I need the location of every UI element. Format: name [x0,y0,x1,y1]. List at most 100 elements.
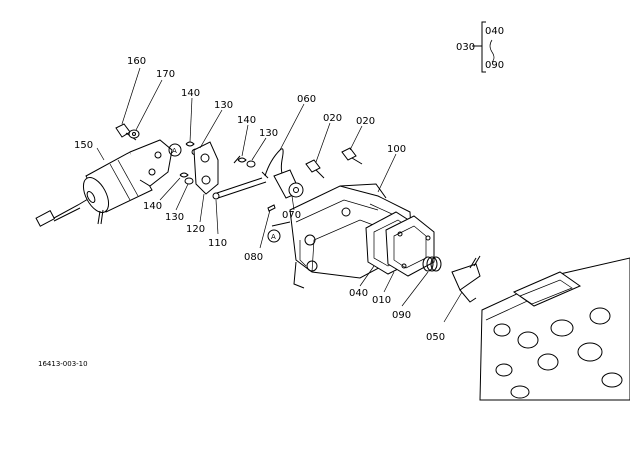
circled-marker-a-right: A [267,229,281,243]
callout-050: 050 [426,332,445,343]
housing-edge-2 [311,219,377,273]
callout-110: 110 [208,238,227,249]
spring-hook [261,171,269,179]
washer-170 [128,129,140,139]
coil-2 [426,256,438,272]
shaft-050 [451,255,481,303]
callout-140-upper: 140 [181,88,200,99]
block-hole [493,323,511,337]
block-hole-8 [510,385,530,399]
callout-100: 100 [387,144,406,155]
callout-150: 150 [74,140,93,151]
callout-140-middle: 140 [237,115,256,126]
bolt-020-right [341,147,363,165]
clip-140-lower [179,172,189,178]
plate-hole-lower [201,175,211,185]
housing-arm [271,221,291,227]
solenoid-wire [53,198,89,219]
callout-160: 160 [127,56,146,67]
bolt-shank [351,157,363,165]
range-bracket: 030 040 090 [456,21,504,73]
spring-090 [422,256,442,272]
block-hole-5 [537,353,559,371]
housing-edge [295,199,379,223]
engine-block [479,257,630,401]
part-callouts: 160 170 150 140 130 140 130 060 020 020 … [74,56,445,343]
block-hole-3 [550,319,574,337]
shaft-foot [459,289,477,303]
cover-outline [385,215,435,277]
roller [288,182,304,198]
washer-130-middle [246,160,256,168]
bolt-head [341,147,357,161]
leader-lines [96,67,463,323]
callout-130-upper: 130 [214,100,233,111]
callout-080: 080 [244,252,263,263]
roller-hub [293,187,299,193]
shaft-tip [469,257,477,269]
housing-boss-2 [306,260,318,272]
callout-020-right: 020 [356,116,375,127]
marker-circle [168,143,182,157]
block-hole-9 [601,372,623,388]
washer-130-lower [184,177,194,185]
solenoid-bracket [129,139,173,187]
bolt-020-left [305,159,325,179]
bracket-hole [154,151,162,159]
housing-foot [299,240,307,267]
spring-060 [264,148,285,179]
housing-top [339,183,387,199]
housing-boss-3 [341,207,351,217]
cover-hole-2 [425,235,431,241]
bolt-head [115,123,131,138]
bracket-squiggle [489,39,495,63]
washer-hole [132,132,136,136]
housing-lug [293,261,305,289]
callout-060: 060 [297,94,316,105]
block-hole-2 [517,331,539,349]
bolt-shank [315,169,325,179]
plate-hole-upper [200,153,210,163]
callout-040: 040 [349,288,368,299]
solenoid-band-2 [117,159,139,197]
callout-020-left: 020 [323,113,342,124]
housing-boss [304,234,316,246]
link-plate-120 [193,141,219,195]
bracket-hole-2 [148,168,156,176]
solenoid-band [109,163,131,201]
clip-140-tail [233,155,241,164]
marker-letter: A [172,147,177,155]
rod-110 [212,177,267,200]
solenoid-leg-2 [100,209,104,225]
callout-130-lower: 130 [165,212,184,223]
rod-line-2 [217,181,267,199]
block-hole-4 [589,307,611,325]
callout-140-lower: 140 [143,201,162,212]
pin-080 [267,204,276,212]
solenoid-end-cap [82,177,110,213]
callout-120: 120 [186,224,205,235]
lever-070 [273,169,304,199]
shaft-tip-2 [473,255,481,267]
range-bracket-to: 090 [485,60,504,71]
callout-070: 070 [282,210,301,221]
marker-circle [267,229,281,243]
circled-marker-a-left: A [168,143,182,157]
coil [422,256,434,272]
callout-010: 010 [372,295,391,306]
block-boss [512,271,582,307]
bolt-head [305,159,321,173]
cover-hole [397,231,403,237]
clip-140-middle [237,157,247,163]
solenoid-cap-centre [86,191,96,203]
block-boss-inner [519,279,573,305]
clip-140-upper [185,141,195,147]
solenoid-leg [97,210,101,225]
solenoid-assembly [35,139,173,227]
range-bracket-label: 030 [456,42,475,53]
shaft-body [451,263,481,291]
bracket-brace [481,21,486,73]
range-bracket-from: 040 [485,26,504,37]
